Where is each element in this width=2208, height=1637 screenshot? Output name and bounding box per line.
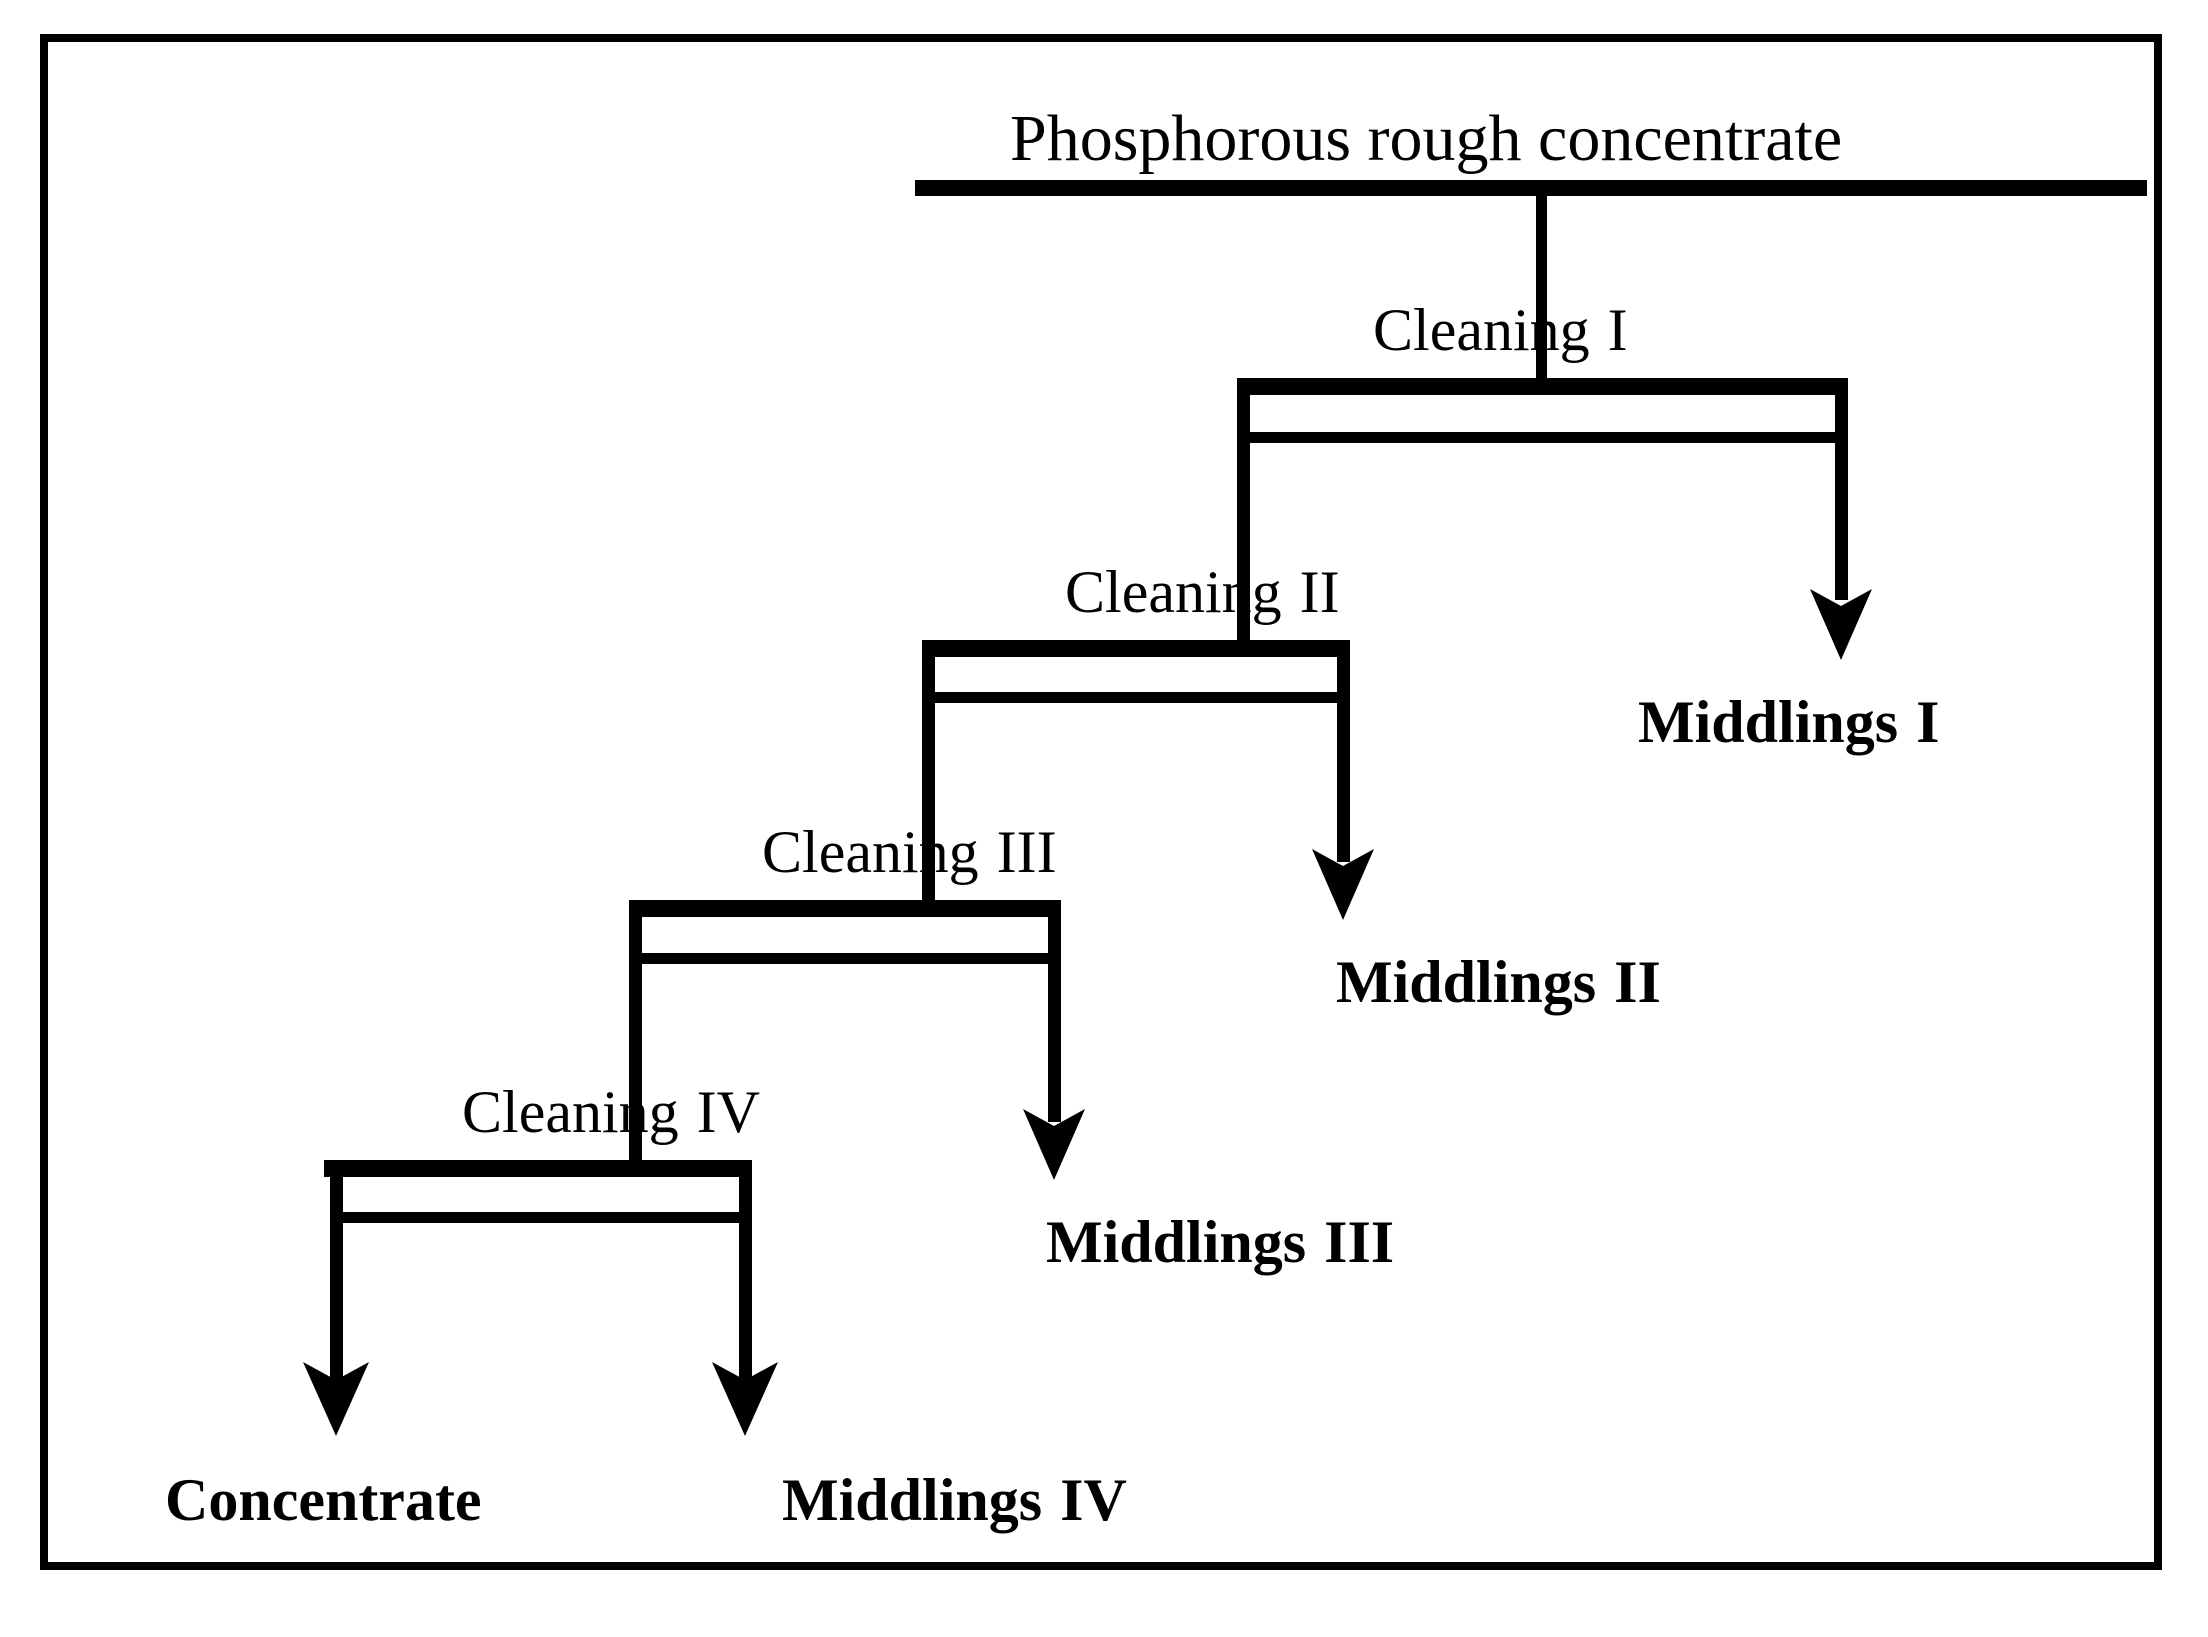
- middlings-2-arrowhead: [1312, 849, 1374, 920]
- middlings-3-label-text: Middlings: [1046, 1209, 1307, 1275]
- cleaning-3-left-riser: [629, 900, 642, 1162]
- cleaning-2-label-text: Cleaning: [1065, 559, 1282, 625]
- middlings-1-label-roman: I: [1916, 689, 1940, 755]
- cleaning-4-thick-bar: [324, 1160, 752, 1177]
- feed-label: Phosphorous rough concentrate: [1010, 102, 1843, 175]
- middlings-4-label: Middlings IV: [782, 1470, 1127, 1530]
- cleaning-1-left-riser: [1237, 378, 1250, 640]
- cleaning-2-label: Cleaning II: [1065, 562, 1340, 622]
- middlings-1-arrowhead: [1810, 589, 1872, 660]
- cleaning-2-left-riser: [922, 640, 935, 902]
- middlings-2-label: Middlings II: [1336, 952, 1661, 1012]
- cleaning-1-label-roman: I: [1607, 297, 1628, 363]
- middlings-4-label-text: Middlings: [782, 1467, 1043, 1533]
- cleaning-4-right-riser: [739, 1160, 752, 1384]
- cleaning-3-right-riser: [1048, 900, 1061, 1122]
- middlings-1-label: Middlings I: [1638, 692, 1939, 752]
- concentrate-label-text: Concentrate: [165, 1467, 482, 1533]
- feed-stem: [1536, 196, 1547, 380]
- cleaning-2-thin-bar: [928, 692, 1345, 703]
- cleaning-2-right-riser: [1337, 640, 1350, 862]
- cleaning-4-left-riser: [330, 1160, 343, 1384]
- cleaning-2-thick-bar: [922, 640, 1350, 657]
- cleaning-3-label-roman: III: [996, 819, 1057, 885]
- figure-border: [40, 34, 2162, 1570]
- cleaning-1-label-text: Cleaning: [1373, 297, 1590, 363]
- cleaning-1-thin-bar: [1243, 432, 1843, 443]
- concentrate-arrowhead: [303, 1362, 369, 1436]
- cleaning-4-label-text: Cleaning: [462, 1079, 679, 1145]
- cleaning-4-thin-bar: [330, 1212, 747, 1223]
- cleaning-4-label-roman: IV: [696, 1079, 760, 1145]
- cleaning-1-right-riser: [1835, 378, 1848, 600]
- cleaning-3-thin-bar: [635, 953, 1056, 964]
- cleaning-1-label: Cleaning I: [1373, 300, 1628, 360]
- middlings-3-arrowhead: [1023, 1109, 1085, 1180]
- middlings-4-label-roman: IV: [1060, 1467, 1127, 1533]
- feed-bar: [915, 180, 2147, 196]
- middlings-2-label-text: Middlings: [1336, 949, 1597, 1015]
- cleaning-1-thick-bar: [1237, 378, 1848, 395]
- cleaning-3-label-text: Cleaning: [762, 819, 979, 885]
- cleaning-4-label: Cleaning IV: [462, 1082, 760, 1142]
- middlings-3-label: Middlings III: [1046, 1212, 1394, 1272]
- middlings-4-arrowhead: [712, 1362, 778, 1436]
- middlings-3-label-roman: III: [1324, 1209, 1395, 1275]
- middlings-1-label-text: Middlings: [1638, 689, 1899, 755]
- cleaning-3-thick-bar: [629, 900, 1061, 917]
- page-title: Phosphorous rough concentrate: [1010, 106, 1842, 172]
- cleaning-3-label: Cleaning III: [762, 822, 1057, 882]
- concentrate-label: Concentrate: [165, 1470, 482, 1530]
- middlings-2-label-roman: II: [1614, 949, 1661, 1015]
- cleaning-2-label-roman: II: [1299, 559, 1340, 625]
